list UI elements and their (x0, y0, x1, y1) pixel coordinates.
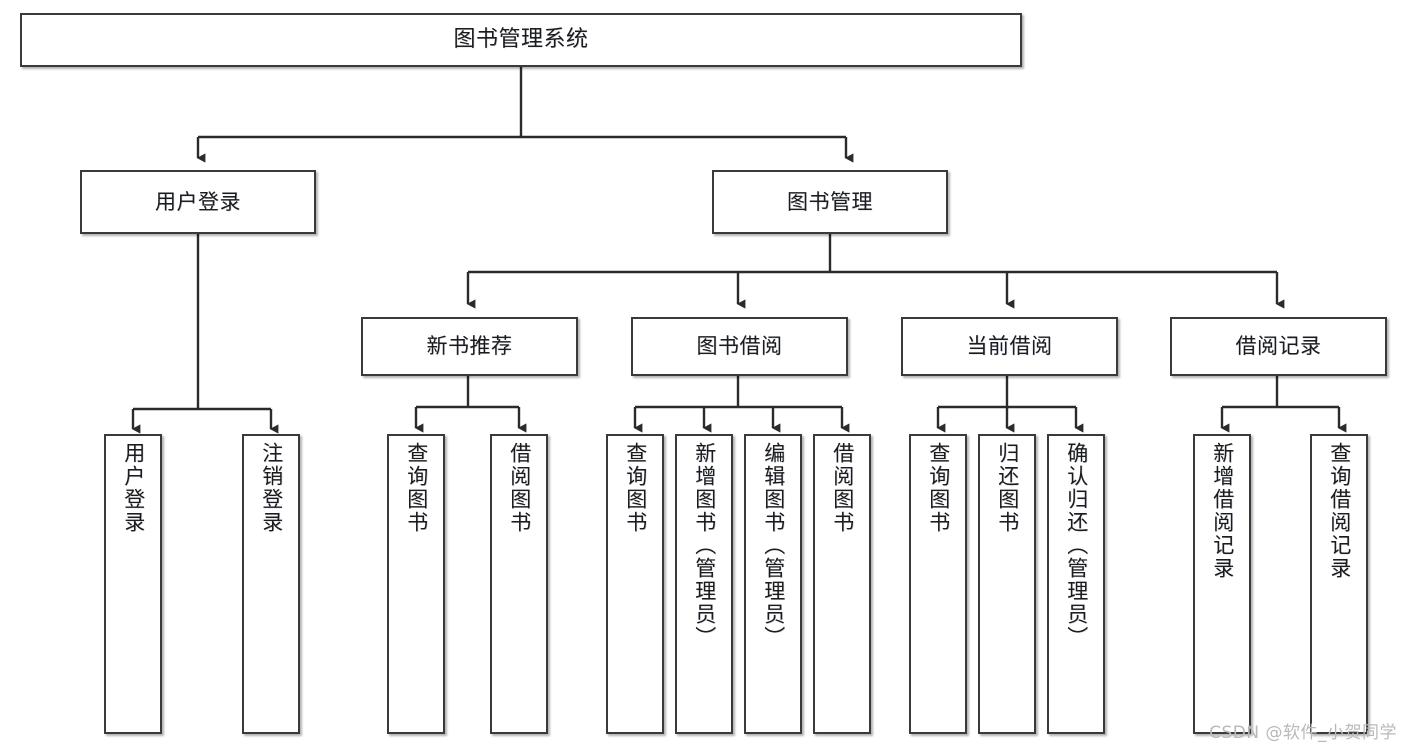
leaf-book-borrow-edit[interactable]: 编辑图书（管理员） (744, 434, 802, 734)
leaf-current-borrow-query-label: 查询图书 (926, 442, 951, 534)
leaf-new-book-query[interactable]: 查询图书 (387, 434, 445, 734)
node-user-login-label: 用户登录 (155, 189, 241, 214)
leaf-user-login-logout[interactable]: 注销登录 (242, 434, 300, 734)
leaf-new-book-borrow-label: 借阅图书 (507, 442, 532, 534)
leaf-book-borrow-borrow-label: 借阅图书 (830, 442, 855, 534)
leaf-new-book-query-label: 查询图书 (404, 442, 429, 534)
leaf-current-borrow-return-label: 归还图书 (995, 442, 1020, 534)
node-root-label: 图书管理系统 (453, 27, 589, 53)
node-current-borrow-label: 当前借阅 (966, 334, 1053, 359)
leaf-borrow-record-query-label: 查询借阅记录 (1327, 442, 1352, 580)
node-borrow-record-label: 借阅记录 (1235, 334, 1322, 359)
node-new-book-recommend[interactable]: 新书推荐 (361, 317, 578, 376)
leaf-book-borrow-query-label: 查询图书 (623, 442, 648, 534)
node-book-management-label: 图书管理 (787, 189, 873, 214)
leaf-borrow-record-add-label: 新增借阅记录 (1210, 442, 1235, 580)
leaf-new-book-borrow[interactable]: 借阅图书 (490, 434, 548, 734)
csdn-watermark: CSDN @软件_小贺同学 (1209, 723, 1397, 743)
node-book-management[interactable]: 图书管理 (712, 170, 948, 234)
leaf-book-borrow-borrow[interactable]: 借阅图书 (813, 434, 871, 734)
leaf-book-borrow-add-label: 新增图书（管理员） (692, 442, 717, 649)
node-new-book-recommend-label: 新书推荐 (426, 334, 513, 359)
leaf-current-borrow-confirm-return-label: 确认归还（管理员） (1064, 442, 1089, 649)
leaf-book-borrow-add[interactable]: 新增图书（管理员） (675, 434, 733, 734)
leaf-current-borrow-confirm-return[interactable]: 确认归还（管理员） (1047, 434, 1105, 734)
leaf-current-borrow-return[interactable]: 归还图书 (978, 434, 1036, 734)
leaf-current-borrow-query[interactable]: 查询图书 (909, 434, 967, 734)
node-user-login[interactable]: 用户登录 (80, 170, 316, 234)
node-book-borrow-label: 图书借阅 (696, 334, 783, 359)
node-borrow-record[interactable]: 借阅记录 (1170, 317, 1387, 376)
leaf-user-login-login[interactable]: 用户登录 (104, 434, 162, 734)
node-book-borrow[interactable]: 图书借阅 (631, 317, 848, 376)
leaf-book-borrow-query[interactable]: 查询图书 (606, 434, 664, 734)
node-root-book-management-system[interactable]: 图书管理系统 (20, 13, 1022, 67)
leaf-user-login-login-label: 用户登录 (121, 442, 146, 534)
leaf-book-borrow-edit-label: 编辑图书（管理员） (761, 442, 786, 649)
node-current-borrow[interactable]: 当前借阅 (901, 317, 1118, 376)
leaf-borrow-record-add[interactable]: 新增借阅记录 (1193, 434, 1251, 734)
leaf-borrow-record-query[interactable]: 查询借阅记录 (1310, 434, 1368, 734)
leaf-user-login-logout-label: 注销登录 (259, 442, 284, 534)
